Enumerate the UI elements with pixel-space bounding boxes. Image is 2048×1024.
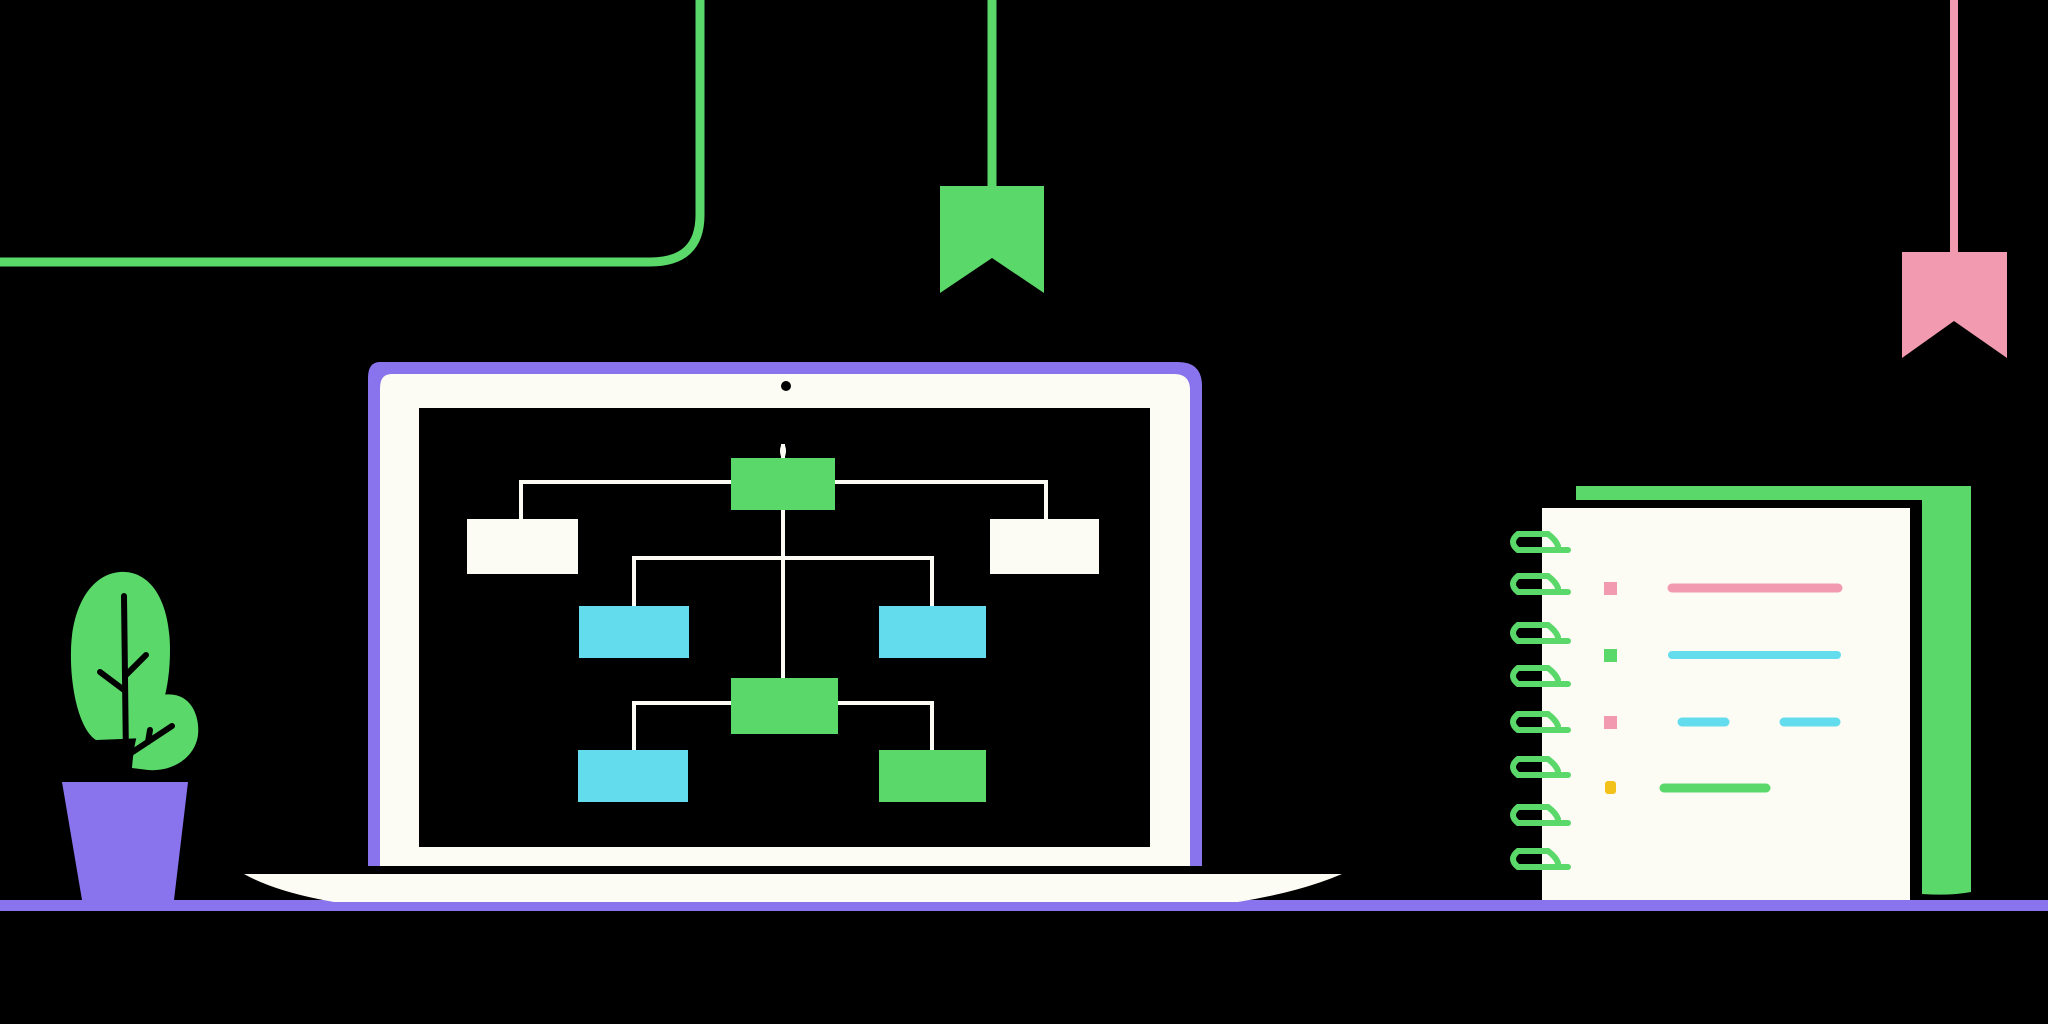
list-marker-3 (1604, 716, 1617, 729)
notebook-page (1542, 508, 1910, 900)
flowchart-box-mid-left (579, 606, 689, 658)
plant-large-leaf (70, 571, 170, 740)
flowchart-start-node (780, 444, 786, 458)
flowchart-box-bottom-right (879, 750, 986, 802)
green-bookmark-tag (940, 0, 1044, 293)
flowchart-box-right (990, 519, 1099, 574)
notebook-spiral-rings (1510, 531, 1571, 870)
notebook-back-cover (1576, 486, 1971, 895)
list-marker-4 (1605, 781, 1616, 794)
laptop (244, 362, 1342, 902)
notebook-checklist (1604, 582, 1843, 794)
potted-plant (62, 571, 199, 900)
hanging-wire (0, 0, 705, 267)
plant-stem (97, 593, 175, 763)
shelf (0, 900, 2048, 911)
plant-pot (62, 782, 188, 900)
list-marker-1 (1604, 582, 1617, 595)
flowchart-box-bottom-left (578, 750, 688, 802)
flowchart-box-mid-right (879, 606, 986, 658)
webcam (781, 381, 791, 391)
notebook (1510, 486, 1971, 900)
laptop-base (244, 874, 1342, 902)
flowchart-diagram (467, 444, 1099, 802)
flowchart-box-root (731, 458, 835, 510)
pink-bookmark-tag (1902, 0, 2007, 358)
list-marker-2 (1604, 649, 1617, 662)
flowchart-box-center (731, 678, 838, 734)
flowchart-box-left (467, 519, 578, 574)
